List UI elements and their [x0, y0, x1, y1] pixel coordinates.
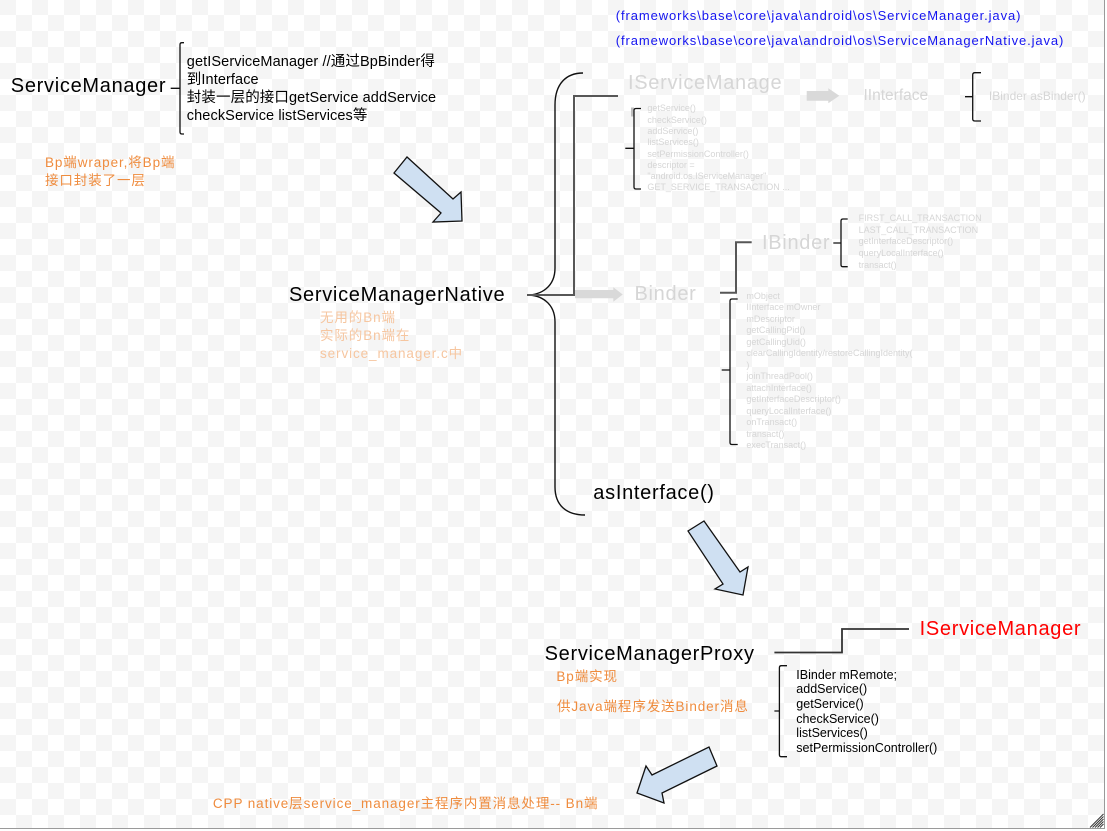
- node-binder: Binder: [634, 283, 697, 305]
- resize-grip-line[interactable]: [1097, 821, 1104, 828]
- servicemanager-details: getIServiceManager //通过BpBinder得到Interfa…: [187, 53, 436, 125]
- iservicemanage-member: addService(): [647, 125, 699, 136]
- connector-proxy-to-iservicemanager: [774, 628, 909, 654]
- flow-arrow-servicemanager-to-native: [393, 156, 463, 223]
- iservicemanage-member: setPermissionController(): [647, 148, 749, 159]
- binder-member: getCallingPid(): [746, 325, 806, 336]
- proxy-member: getService(): [796, 696, 864, 711]
- servicemanager-detail-line: 封装一层的接口getService addService: [186, 90, 437, 107]
- servicemanager-note-line: 接口封装了一层: [45, 172, 146, 188]
- node-asinterface: asInterface(): [593, 482, 715, 505]
- ibinder-member: LAST_CALL_TRANSACTION: [858, 224, 979, 235]
- servicemanager-bracket: [170, 42, 184, 135]
- source-path-servicemanagernative: (frameworks\base\core\java\android\os\Se…: [615, 32, 1065, 48]
- iservicemanage-members: getService()checkService()addService()li…: [647, 103, 789, 193]
- binder-member: mObject: [746, 290, 780, 301]
- ibinder-member: transact(): [858, 259, 897, 270]
- servicemanagernative-note-line: service_manager.c中: [320, 346, 464, 362]
- flow-arrow-asinterface-to-proxy: [687, 520, 749, 596]
- binder-member: mDescriptor: [746, 313, 795, 324]
- ibinder-bracket: [833, 218, 848, 268]
- servicemanagernative-note-line: 实际的Bn端在: [320, 327, 411, 343]
- servicemanager-detail-line: getIServiceManager //通过BpBinder得: [186, 54, 435, 71]
- proxy-note-bp: Bp端实现: [556, 668, 618, 684]
- binder-member: getCallingUid(): [746, 336, 806, 347]
- resize-grip-line[interactable]: [1089, 813, 1104, 828]
- iservicemanage-member: checkService(): [647, 114, 707, 125]
- node-iservicemanager: IServiceManager: [919, 618, 1082, 641]
- iservicemanage-member: descriptor =: [647, 159, 695, 170]
- proxy-member: listServices(): [796, 726, 868, 741]
- proxy-member: setPermissionController(): [796, 740, 938, 755]
- servicemanager-note: Bp端wraper,将Bp端接口封装了一层: [45, 154, 175, 190]
- node-servicemanager: ServiceManager: [10, 75, 167, 97]
- binder-member: onTransact(): [746, 417, 798, 428]
- binder-member: queryLocalInterface(): [746, 405, 832, 416]
- resize-grip[interactable]: [1089, 813, 1104, 828]
- node-iinterface: IInterface: [863, 86, 929, 104]
- binder-member: ): [746, 359, 750, 370]
- connector-native-branches: [527, 95, 618, 296]
- node-servicemanagerproxy: ServiceManagerProxy: [544, 643, 755, 666]
- ibinder-member: FIRST_CALL_TRANSACTION: [858, 213, 982, 224]
- servicemanager-note-line: Bp端wraper,将Bp端: [45, 154, 176, 170]
- servicemanagernative-note: 无用的Bn端实际的Bn端在 service_manager.c中: [320, 309, 463, 364]
- resize-grip-line[interactable]: [1099, 823, 1104, 828]
- native-cpp-note: CPP native层service_manager主程序内置消息处理-- Bn…: [212, 795, 599, 811]
- proxy-member: checkService(): [796, 711, 879, 726]
- binder-member: getInterfaceDescriptor(): [746, 394, 841, 405]
- binder-member: IInterface mOwner: [746, 302, 821, 313]
- connector-binder-to-ibinder: [720, 241, 752, 294]
- servicemanager-detail-line: 到Interface: [186, 72, 259, 89]
- ibinder-member: getInterfaceDescriptor(): [858, 236, 954, 247]
- resize-grip-line[interactable]: [1092, 816, 1104, 828]
- proxy-note-java: 供Java端程序发送Binder消息: [557, 698, 749, 714]
- node-servicemanagernative: ServiceManagerNative: [289, 284, 506, 306]
- iinterface-members: IBinder asBinder(): [989, 89, 1086, 103]
- binder-member: attachInterface(): [746, 382, 812, 393]
- proxy-members: IBinder mRemote;addService()getService()…: [796, 668, 937, 756]
- binder-member: joinThreadPool(): [746, 371, 813, 382]
- iinterface-member: IBinder asBinder(): [988, 89, 1086, 104]
- proxy-bracket: [774, 665, 787, 758]
- inherit-arrow-to-iinterface: [806, 88, 840, 104]
- iservicemanage-member: "android.os.IServiceManager": [647, 171, 767, 182]
- proxy-member: addService(): [796, 682, 868, 697]
- iservicemanage-member: GET_SERVICE_TRANSACTION ...: [647, 182, 790, 193]
- iinterface-bracket: [965, 72, 981, 122]
- proxy-member: IBinder mRemote;: [796, 667, 898, 682]
- iservicemanage-member: listServices(): [647, 137, 699, 148]
- flow-arrow-proxy-to-native-cpp: [636, 746, 718, 805]
- collapse-marker: [631, 107, 634, 117]
- inherit-arrow-to-binder: [575, 287, 623, 302]
- binder-member: transact(): [746, 428, 785, 439]
- iservicemanage-bracket: [625, 107, 641, 190]
- resize-grip-line[interactable]: [1094, 818, 1104, 828]
- ibinder-member: queryLocalInterface(): [858, 248, 944, 259]
- binder-member: clearCallingIdentity/restoreCallingIdent…: [746, 348, 913, 359]
- servicemanager-detail-line: checkService listServices等: [186, 108, 368, 125]
- binder-member: execTransact(): [746, 440, 807, 451]
- node-ibinder: IBinder: [762, 232, 831, 255]
- servicemanagernative-note-line: 无用的Bn端: [320, 309, 396, 325]
- iservicemanage-member: getService(): [647, 103, 696, 114]
- binder-bracket: [721, 298, 738, 446]
- source-path-servicemanager: (frameworks\base\core\java\android\os\Se…: [615, 8, 1022, 24]
- node-iservicemanage: IServiceManage: [628, 72, 783, 95]
